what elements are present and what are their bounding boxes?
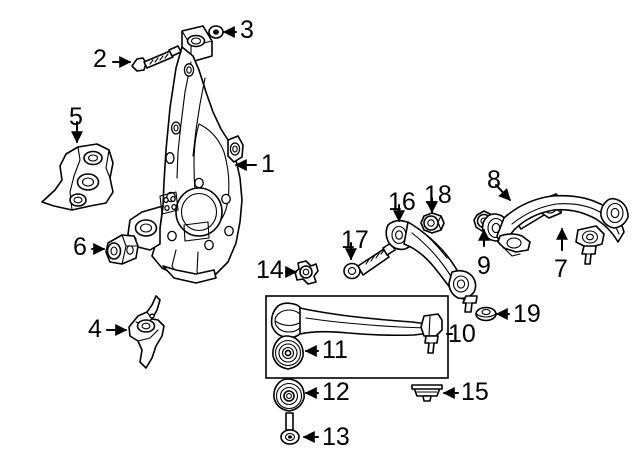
callout-1[interactable]: 1 bbox=[261, 150, 275, 178]
callout-2[interactable]: 2 bbox=[93, 45, 107, 73]
callout-3[interactable]: 3 bbox=[240, 16, 254, 44]
part-ball-joint-cap bbox=[411, 384, 443, 402]
callout-4[interactable]: 4 bbox=[88, 315, 102, 343]
callout-16[interactable]: 16 bbox=[388, 188, 416, 216]
callout-9[interactable]: 9 bbox=[477, 252, 491, 280]
callout-13[interactable]: 13 bbox=[322, 423, 350, 451]
part-knuckle-upper-nut bbox=[208, 25, 224, 39]
callout-11[interactable]: 11 bbox=[322, 336, 348, 364]
callout-15[interactable]: 15 bbox=[461, 378, 489, 406]
group-box bbox=[265, 295, 449, 379]
callout-10[interactable]: 10 bbox=[448, 320, 476, 348]
part-lower-arm-bolt bbox=[280, 412, 300, 445]
part-control-arm-bushing bbox=[272, 335, 304, 370]
part-lower-shield-bracket bbox=[128, 295, 165, 369]
part-retaining-clip bbox=[294, 260, 319, 285]
part-rear-lower-control-arm bbox=[385, 219, 478, 313]
leader-arrows bbox=[71, 26, 568, 443]
part-knuckle-upper-bolt bbox=[131, 45, 182, 72]
callout-6[interactable]: 6 bbox=[73, 233, 87, 261]
callout-14[interactable]: 14 bbox=[256, 256, 284, 284]
callout-18[interactable]: 18 bbox=[424, 181, 452, 209]
part-ball-joint-nut bbox=[475, 306, 497, 322]
part-front-lower-control-arm bbox=[270, 302, 443, 354]
callout-12[interactable]: 12 bbox=[322, 378, 350, 406]
part-splash-shield bbox=[41, 143, 114, 211]
callout-19[interactable]: 19 bbox=[513, 300, 541, 328]
part-lower-arm-pivot-bolt bbox=[343, 242, 396, 280]
callout-5[interactable]: 5 bbox=[69, 103, 83, 131]
part-rear-lower-arm-bushing bbox=[273, 378, 305, 412]
callout-17[interactable]: 17 bbox=[341, 226, 369, 254]
callout-7[interactable]: 7 bbox=[554, 255, 568, 283]
part-knuckle-bushing-mount bbox=[105, 234, 139, 265]
part-lower-arm-bushing-nut bbox=[420, 212, 445, 234]
part-steering-knuckle bbox=[127, 25, 244, 284]
callout-8[interactable]: 8 bbox=[487, 166, 501, 194]
part-upper-control-arm bbox=[481, 194, 629, 265]
